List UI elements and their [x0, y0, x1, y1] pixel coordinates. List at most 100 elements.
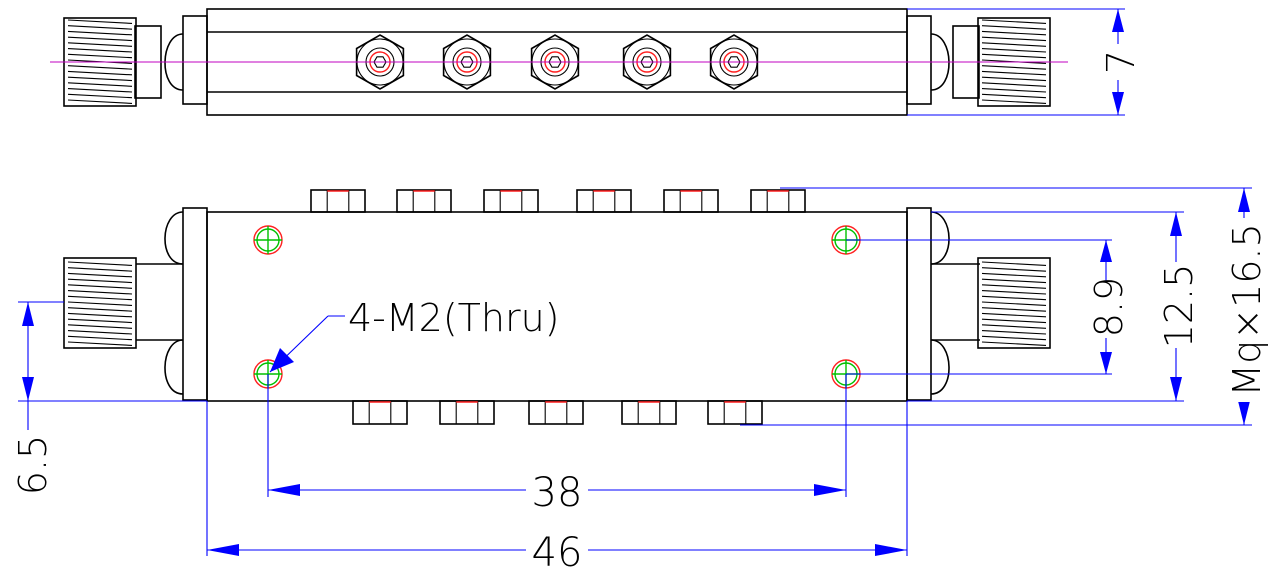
thread-line — [981, 330, 1047, 335]
thread-line — [67, 330, 133, 335]
thread-line — [981, 30, 1047, 36]
thread-line — [981, 42, 1047, 47]
lock-nut — [396, 189, 452, 213]
thread-line — [67, 335, 133, 341]
thread-line — [981, 290, 1047, 295]
thread-line — [981, 25, 1047, 30]
hex-nut-outline — [355, 34, 405, 90]
thread-line — [981, 341, 1047, 346]
thread-line — [67, 82, 133, 87]
nut-outline — [396, 189, 452, 213]
front-left-connector — [63, 207, 208, 401]
hex-nut-outline — [442, 34, 492, 90]
thread-line — [67, 65, 133, 70]
lock-nut — [707, 400, 763, 425]
dim-overall-height: Mq×16.5 — [740, 187, 1268, 426]
thread-line — [67, 42, 133, 47]
thread-line — [67, 272, 133, 278]
thread-line — [67, 36, 133, 42]
hex-nut-outline — [709, 34, 759, 90]
thread-line — [981, 312, 1047, 318]
thread-line — [67, 278, 133, 284]
thread-line — [981, 82, 1047, 87]
thread-line — [981, 267, 1047, 272]
dim-body-length: 46 — [206, 401, 908, 569]
thread-line — [67, 70, 133, 76]
thread-line — [981, 88, 1047, 93]
thread-line — [981, 53, 1047, 59]
nut-outline — [621, 400, 677, 425]
hole-callout-text: 4-M2(Thru) — [348, 296, 560, 340]
thread-line — [67, 267, 133, 272]
mounting-hole — [253, 225, 283, 255]
dim-hole-vertical: 8.9 — [846, 239, 1131, 375]
lock-nut — [352, 400, 408, 425]
nut-outline — [750, 189, 806, 213]
thread-line — [67, 93, 133, 99]
thread-line — [67, 25, 133, 30]
connector-thread — [981, 261, 1047, 346]
thread-line — [981, 324, 1047, 329]
thread-line — [67, 318, 133, 324]
thread-line — [981, 318, 1047, 324]
dim-width-top: 7 — [907, 8, 1143, 116]
hex-nut-outline — [530, 34, 580, 90]
thread-line — [67, 290, 133, 295]
thread-line — [67, 99, 133, 104]
thread-line — [67, 341, 133, 346]
thread-line — [67, 324, 133, 329]
nut-outline — [310, 189, 366, 213]
dim-label-overall: Mq×16.5 — [1225, 223, 1268, 396]
connector-thread — [981, 19, 1047, 104]
front-view: 4-M2(Thru) 8.9 12.5 — [11, 187, 1268, 569]
lock-nut — [750, 189, 806, 213]
thread-line — [981, 307, 1047, 312]
nut-outline — [352, 400, 408, 425]
front-right-connector — [906, 207, 1051, 401]
nut-row-bottom — [352, 400, 763, 425]
dim-label-46: 46 — [532, 530, 583, 569]
thread-line — [981, 36, 1047, 42]
dim-label-7: 7 — [1099, 50, 1143, 74]
dim-hole-spacing: 38 — [267, 374, 847, 516]
top-view: 7 — [50, 8, 1143, 116]
lock-nut — [663, 189, 719, 213]
thread-line — [981, 93, 1047, 99]
thread-line — [981, 19, 1047, 24]
nut-outline — [707, 400, 763, 425]
thread-line — [67, 48, 133, 53]
tuning-screw-row-top — [355, 34, 759, 90]
thread-line — [67, 295, 133, 301]
thread-line — [981, 76, 1047, 82]
thread-line — [981, 99, 1047, 104]
thread-line — [67, 312, 133, 318]
lock-nut — [576, 189, 632, 213]
nut-outline — [439, 400, 495, 425]
nut-outline — [483, 189, 539, 213]
connector-thread — [67, 261, 133, 346]
nut-outline — [576, 189, 632, 213]
nut-outline — [528, 400, 584, 425]
thread-line — [981, 278, 1047, 284]
thread-line — [981, 65, 1047, 70]
hole-callout: 4-M2(Thru) — [269, 296, 560, 373]
lock-nut — [621, 400, 677, 425]
dim-label-38: 38 — [532, 470, 583, 516]
thread-line — [67, 19, 133, 24]
thread-line — [981, 48, 1047, 53]
thread-line — [981, 272, 1047, 278]
thread-line — [67, 76, 133, 82]
thread-line — [67, 284, 133, 289]
top-left-connector — [63, 15, 208, 107]
thread-line — [67, 307, 133, 312]
thread-line — [981, 301, 1047, 306]
thread-line — [67, 88, 133, 93]
dim-body-height: 12.5 — [907, 211, 1201, 402]
dim-label-12-5: 12.5 — [1157, 264, 1201, 349]
thread-line — [67, 261, 133, 266]
nut-outline — [663, 189, 719, 213]
thread-line — [67, 30, 133, 36]
thread-line — [981, 70, 1047, 76]
dim-label-8-9: 8.9 — [1087, 277, 1131, 337]
